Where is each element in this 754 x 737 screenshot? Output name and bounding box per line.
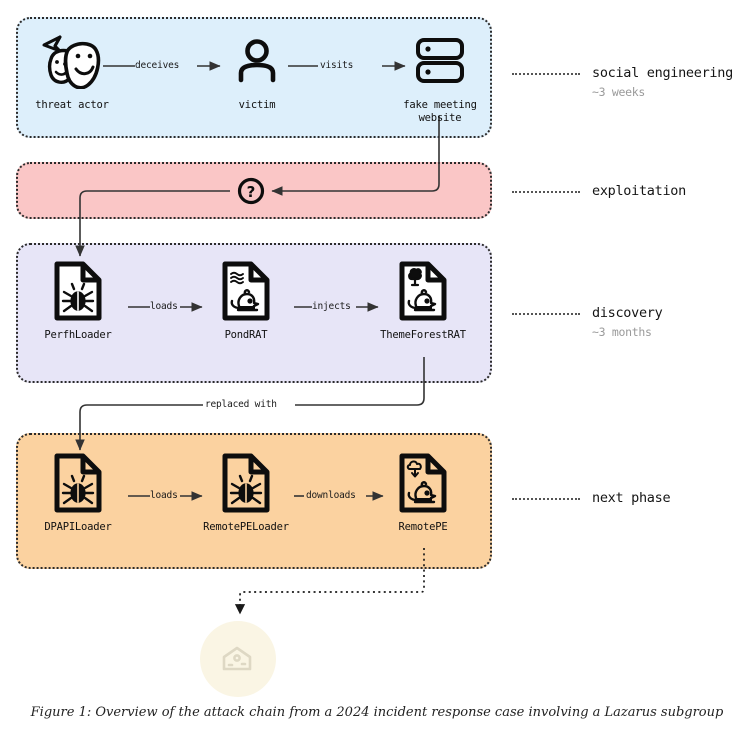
legend-dotted-connector <box>512 73 580 75</box>
cheese-rat-icon <box>222 646 252 671</box>
legend-title-discovery: discovery <box>592 305 663 321</box>
node-label-threat-actor: threat actor <box>35 99 109 111</box>
node-label-victim: victim <box>238 99 276 111</box>
file-cloud-rat-icon <box>395 450 451 516</box>
figure-caption: Figure 1: Overview of the attack chain f… <box>30 705 724 720</box>
edge-label-deceives: deceives <box>135 60 180 71</box>
node-dpapiloader[interactable]: DPAPILoader <box>18 450 138 534</box>
node-fake-meeting-website[interactable]: fake meeting website <box>380 28 500 125</box>
file-water-rat-icon <box>218 258 274 324</box>
node-pondrat[interactable]: PondRAT <box>186 258 306 342</box>
legend-dotted-connector <box>512 313 580 315</box>
question-mark-icon: ? <box>247 183 256 201</box>
legend-row-exploitation: exploitation <box>512 182 686 200</box>
edge-label-downloads: downloads <box>306 490 356 501</box>
file-tree-rat-icon <box>395 258 451 324</box>
node-remotepeloader[interactable]: RemotePELoader <box>186 450 306 534</box>
legend-row-next-phase: next phase <box>512 489 671 507</box>
legend-dotted-connector <box>512 498 580 500</box>
node-label-pondrat: PondRAT <box>224 329 268 341</box>
edge-label-replaced-with: replaced with <box>205 399 277 410</box>
node-unknown-exploit[interactable]: ? <box>237 177 265 205</box>
edge-label-injects: injects <box>312 301 351 312</box>
edge-label-loads-2: loads <box>150 490 178 501</box>
file-bug-icon <box>50 258 106 324</box>
legend-title-exploitation: exploitation <box>592 183 686 199</box>
server-icon <box>414 28 466 94</box>
theater-masks-icon <box>41 28 103 94</box>
person-icon <box>235 28 279 94</box>
file-bug-icon <box>50 450 106 516</box>
legend-row-discovery: discovery ~3 months <box>512 304 663 340</box>
node-themeforestrat[interactable]: ThemeForestRAT <box>363 258 483 342</box>
legend-row-social-engineering: social engineering ~3 weeks <box>512 64 733 100</box>
node-final-objective[interactable] <box>200 621 276 697</box>
node-remotepe[interactable]: RemotePE <box>363 450 483 534</box>
node-label-perfhloader: PerfhLoader <box>44 329 112 341</box>
legend-title-social-engineering: social engineering <box>592 65 733 81</box>
node-label-dpapiloader: DPAPILoader <box>44 521 112 533</box>
legend-dotted-connector <box>512 191 580 193</box>
legend-title-next-phase: next phase <box>592 490 671 506</box>
legend-duration-discovery: ~3 months <box>592 325 652 339</box>
node-label-remotepe: RemotePE <box>398 521 448 533</box>
edge-label-loads-1: loads <box>150 301 178 312</box>
node-threat-actor[interactable]: threat actor <box>12 28 132 112</box>
node-perfhloader[interactable]: PerfhLoader <box>18 258 138 342</box>
node-label-remotepeloader: RemotePELoader <box>203 521 289 533</box>
node-label-themeforestrat: ThemeForestRAT <box>380 329 466 341</box>
edge-label-visits: visits <box>320 60 354 71</box>
node-victim[interactable]: victim <box>197 28 317 112</box>
legend-duration-social-engineering: ~3 weeks <box>592 85 645 99</box>
file-bug-icon <box>218 450 274 516</box>
node-label-fake-meeting-website: fake meeting website <box>403 99 477 124</box>
